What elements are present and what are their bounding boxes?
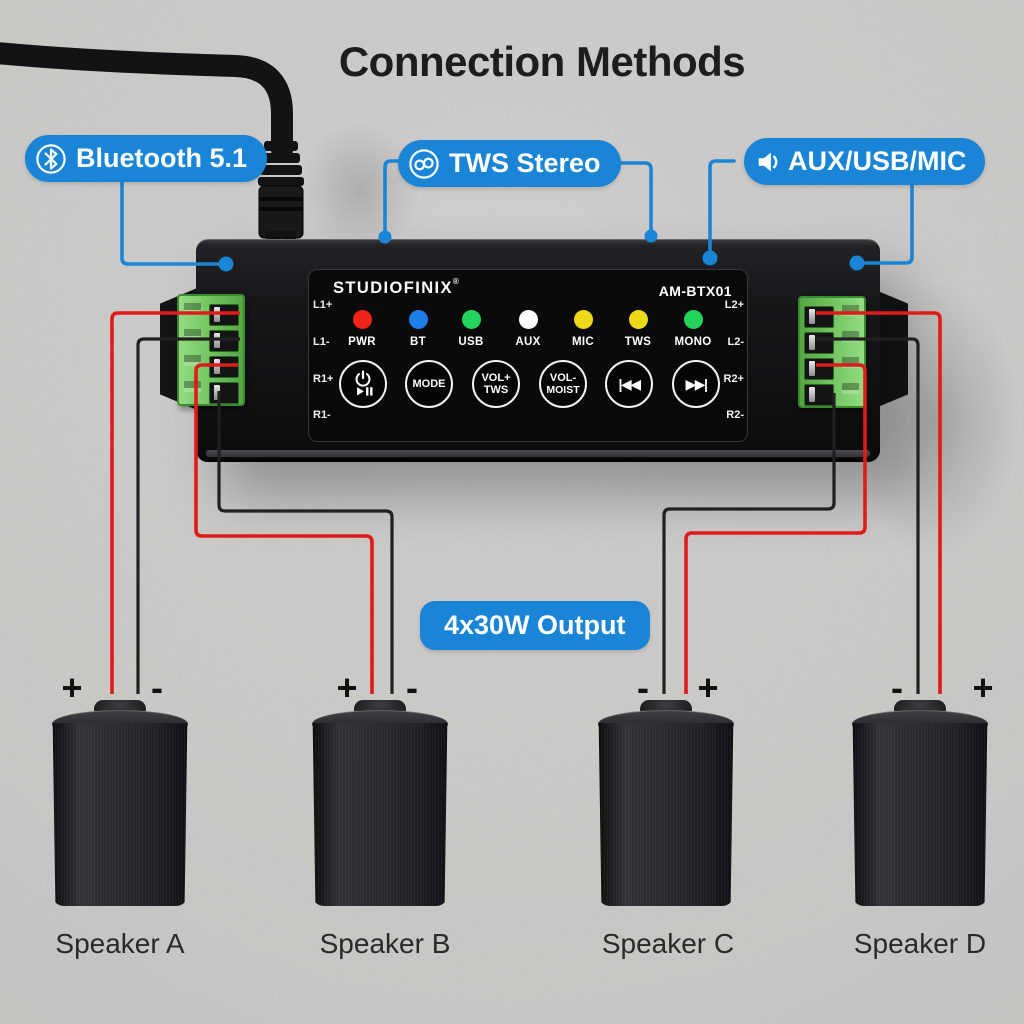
polarity-label: + [697,667,719,708]
callout-bluetooth-label: Bluetooth 5.1 [76,143,248,173]
callout-bluetooth: Bluetooth 5.1 [25,135,268,182]
polarity-label: + [336,667,358,708]
terminal-socket [209,382,239,404]
terminal-block-left [177,294,245,406]
led-usb: USB [445,310,497,348]
led-mono: MONO [667,310,719,348]
callout-tws: TWS Stereo [398,140,621,187]
vol-down-button: VOL-MOIST [539,360,587,408]
callout-tws-label: TWS Stereo [449,148,601,178]
bluetooth-icon [35,143,67,175]
mode-button: MODE [405,360,453,408]
callout-aux: AUX/USB/MIC [744,138,985,185]
vol-up-tws-button: VOL+TWS [472,360,520,408]
led-bt: BT [392,310,444,348]
led-mic: MIC [557,310,609,348]
brand-text: STUDIOFINIX [333,279,453,297]
led-pwr-light [352,310,372,329]
terminal-socket [209,330,239,352]
speaker-b-label: Speaker B [319,928,451,959]
dc-barrel-plug [258,185,304,246]
callout-output: 4x30W Output [420,601,650,650]
led-bt-light [408,310,428,329]
power-play-icon [355,370,373,396]
power-play-button [339,360,387,408]
model-number: AM-BTX01 [658,283,732,299]
page-title: Connection Methods [338,38,746,85]
speaker-body [52,723,188,906]
speaker-d-label: Speaker D [853,928,987,959]
terminal-block-right [798,296,866,408]
next-track-button: ▶▶| [672,360,720,408]
polarity-label: + [61,667,83,708]
speaker-c [598,700,734,906]
speaker-body [312,723,448,906]
speaker-b [312,700,448,906]
speaker-body [598,723,734,906]
terminal-label-r2n: R2- [726,409,744,421]
callout-output-label: 4x30W Output [444,610,626,640]
terminal-socket [804,306,834,328]
speaker-icon [754,147,784,177]
led-aux-light [518,310,538,329]
terminal-socket [804,332,834,354]
led-mic-light [573,310,593,329]
terminal-label-r1n: R1- [313,409,331,421]
polarity-label: - [151,667,163,708]
led-tws-light [628,310,648,329]
led-aux: AUX [502,310,554,348]
led-tws: TWS [612,310,664,348]
speaker-a [52,700,188,906]
polarity-label: - [406,667,418,708]
led-usb-light [461,310,481,329]
led-mono-light [683,310,703,329]
terminal-socket [804,358,834,380]
terminal-socket [209,304,239,326]
callout-aux-label: AUX/USB/MIC [788,146,967,176]
polarity-label: - [637,667,649,708]
polarity-label: - [891,667,903,708]
speaker-d [852,700,988,906]
prev-track-button: |◀◀ [605,360,653,408]
brand-logo: STUDIOFINIX® [333,277,459,298]
amplifier-device: STUDIOFINIX® AM-BTX01 L1+ L1- R1+ R1- L2… [196,239,880,462]
speaker-body [852,723,988,906]
polarity-label: + [972,667,994,708]
infinity-icon [408,148,440,180]
registered-mark: ® [452,277,459,286]
led-pwr: PWR [336,310,388,348]
front-panel: STUDIOFINIX® AM-BTX01 L1+ L1- R1+ R1- L2… [308,269,748,442]
speaker-c-label: Speaker C [601,928,735,959]
terminal-socket [209,356,239,378]
terminal-socket [804,384,834,406]
speaker-a-label: Speaker A [55,928,185,959]
